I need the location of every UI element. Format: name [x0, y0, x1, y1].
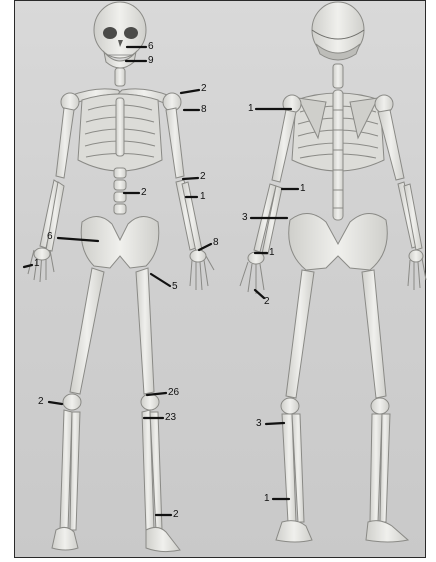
- leader-knee-2: [49, 402, 62, 404]
- label-knee-right: 2: [38, 397, 44, 407]
- label-calf: 3: [256, 419, 262, 429]
- label-forearm: 1: [200, 192, 206, 202]
- leader-hand-1: [24, 265, 32, 267]
- leader-hip-5: [151, 274, 170, 286]
- label-upper-arm: 8: [201, 105, 207, 115]
- back-neck: [333, 64, 343, 88]
- front-leg-right: [52, 268, 104, 550]
- back-leg-left: [362, 270, 408, 542]
- front-ribcage: [78, 94, 162, 171]
- label-shin: 23: [165, 413, 176, 423]
- back-spine: [333, 90, 343, 220]
- front-neck: [115, 68, 125, 86]
- front-arm-right: [28, 93, 79, 282]
- label-wrist-back: 1: [269, 248, 275, 258]
- label-jaw: 9: [148, 56, 154, 66]
- label-hand: 1: [34, 259, 40, 269]
- label-shoulder: 2: [201, 84, 207, 94]
- label-elbow: 2: [200, 172, 206, 182]
- label-heel: 1: [264, 494, 270, 504]
- label-scapula: 1: [248, 104, 254, 114]
- anterior-skeleton: [28, 2, 214, 552]
- label-sacrum: 6: [47, 232, 53, 242]
- label-spine: 2: [141, 188, 147, 198]
- front-pelvis: [81, 216, 159, 268]
- label-iliac: 3: [242, 213, 248, 223]
- front-arm-left: [163, 93, 214, 290]
- label-fingers: 2: [264, 297, 270, 307]
- label-skull: 6: [148, 42, 154, 52]
- back-pelvis: [289, 213, 388, 270]
- posterior-skeleton: [240, 2, 426, 542]
- back-arm-right: [240, 95, 301, 294]
- label-knee-left: 26: [168, 388, 179, 398]
- leader-elbow-2: [183, 178, 198, 179]
- label-elbow-back: 1: [300, 184, 306, 194]
- leader-shoulder-2: [181, 90, 199, 93]
- front-skull: [94, 2, 146, 68]
- label-hip: 5: [172, 282, 178, 292]
- label-wrist: 8: [213, 238, 219, 248]
- leader-calf-3: [266, 423, 284, 424]
- back-arm-left: [375, 95, 426, 290]
- back-skull: [312, 2, 364, 60]
- front-spine: [114, 168, 126, 214]
- back-leg-right: [276, 270, 314, 542]
- label-ankle: 2: [173, 510, 179, 520]
